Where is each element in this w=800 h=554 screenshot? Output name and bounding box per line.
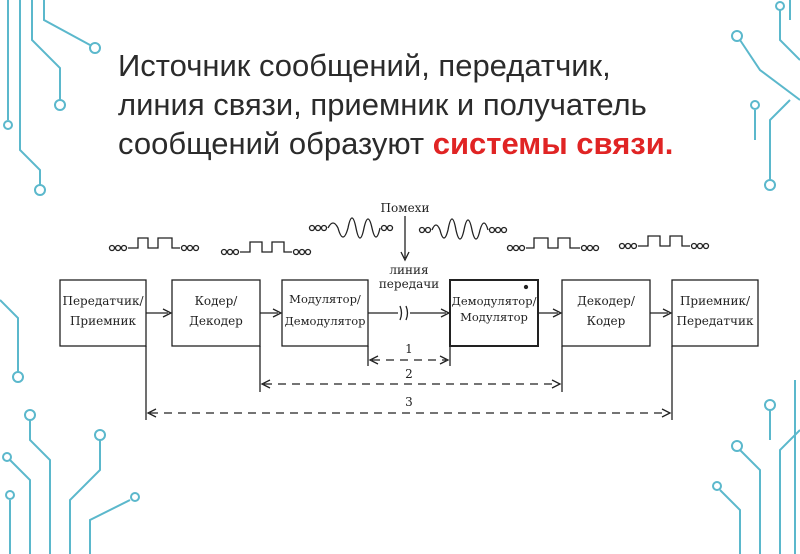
arrowhead bbox=[272, 308, 283, 318]
block-5-line2: Кодер bbox=[587, 314, 626, 328]
title-line-2: линия связи, приемник и получатель bbox=[118, 87, 647, 122]
span-3-arrows bbox=[146, 408, 672, 418]
span-2-arrows bbox=[260, 379, 562, 389]
block-6-line1: Приемник/ bbox=[680, 294, 751, 308]
block-2-line1: Кодер/ bbox=[195, 294, 239, 308]
block-6-line2: Передатчик bbox=[677, 314, 754, 328]
digital-signal-right-2 bbox=[618, 235, 710, 250]
block-transmitter-receiver bbox=[59, 279, 147, 347]
digital-signal-right-1 bbox=[506, 237, 600, 252]
arrowhead bbox=[162, 308, 173, 318]
title-highlight: системы связи. bbox=[432, 126, 674, 161]
digital-signal-left-1 bbox=[108, 237, 200, 252]
block-3-line1: Модулятор/ bbox=[289, 292, 361, 306]
title-line-1: Источник сообщений, передатчик, bbox=[118, 48, 611, 83]
block-4-line1: Демодулятор/ bbox=[452, 294, 537, 308]
block-coder-decoder bbox=[171, 279, 261, 347]
block-receiver-transmitter bbox=[671, 279, 759, 347]
title-line-3-prefix: сообщений образуют bbox=[118, 126, 433, 161]
line-break-mark bbox=[399, 305, 409, 321]
block-5-line1: Декодер/ bbox=[577, 294, 636, 308]
block-1-line2: Приемник bbox=[70, 314, 137, 328]
arrowhead bbox=[552, 308, 563, 318]
line-label-1: линия bbox=[389, 263, 428, 277]
slide-title: Источник сообщений, передатчик, линия св… bbox=[118, 46, 738, 163]
block-1-line1: Передатчик/ bbox=[62, 294, 144, 308]
arrowhead bbox=[440, 308, 451, 318]
block-4-line2: Модулятор bbox=[460, 310, 528, 324]
span-label-1: 1 bbox=[405, 342, 413, 356]
block-3-line2: Демодулятор bbox=[284, 314, 365, 328]
block-modulator-demodulator bbox=[281, 279, 369, 347]
span-label-2: 2 bbox=[405, 367, 413, 381]
block-decoder-coder bbox=[561, 279, 651, 347]
dot-mark bbox=[523, 284, 529, 290]
noise-label: Помехи bbox=[381, 201, 430, 215]
noise-wave-left bbox=[308, 217, 394, 239]
title-line-3: сообщений образуют системы связи. bbox=[118, 124, 738, 163]
arrowhead bbox=[662, 308, 673, 318]
digital-signal-left-2 bbox=[220, 241, 312, 256]
line-label-2: передачи bbox=[379, 277, 439, 291]
noise-arrow-head bbox=[400, 251, 410, 262]
span-label-3: 3 bbox=[405, 395, 413, 409]
block-2-line2: Декодер bbox=[189, 314, 243, 328]
span-1-arrows bbox=[368, 355, 450, 365]
noise-wave-right bbox=[418, 218, 508, 240]
